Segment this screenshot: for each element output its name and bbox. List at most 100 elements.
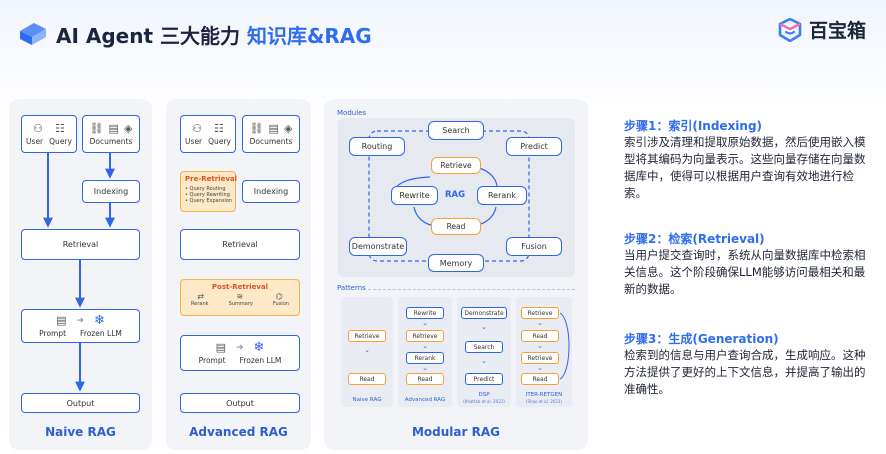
module-retrieve: Retrieve: [431, 157, 481, 174]
prompt-doc-icon: ▤: [215, 341, 226, 354]
step-heading: 步骤1：索引(Indexing): [624, 119, 763, 133]
pre-item: • Query Rewriting: [185, 192, 230, 198]
title-highlight: 知识库&RAG: [246, 24, 372, 48]
pattern-box: Read: [406, 373, 444, 385]
module-routing: Routing: [349, 137, 405, 156]
advanced-rag-panel: [166, 99, 311, 450]
module-fusion: Fusion: [506, 237, 562, 256]
retrieval-label: Retrieval: [62, 240, 99, 249]
indexing-label: Indexing: [253, 187, 289, 196]
chevron-down-icon: ⌄: [481, 357, 487, 365]
pattern-box: Search: [465, 341, 503, 353]
naive-documents-box: ⛓ ▤ ◈ Documents: [82, 115, 140, 153]
brand-logo-icon: [778, 17, 802, 42]
brand: 百宝箱: [777, 16, 866, 43]
user-label: User: [26, 136, 44, 146]
step-1: 步骤1：索引(Indexing) 索引涉及清理和提取原始数据，然后使用嵌入模型将…: [624, 117, 876, 202]
modular-rag-caption: Modular RAG: [411, 425, 500, 439]
doc-icon: ▤: [108, 121, 119, 135]
shuffle-icon: ⇄: [197, 292, 204, 301]
module-search: Search: [428, 121, 484, 140]
pattern-naive: [341, 297, 393, 407]
snowflake-icon: ❄: [253, 340, 265, 355]
query-label: Query: [49, 136, 72, 146]
chevron-down-icon: ⌄: [422, 342, 428, 350]
brand-name: 百宝箱: [808, 20, 866, 42]
chevron-down-icon: ⌄: [364, 346, 370, 354]
user-label: User: [185, 136, 203, 146]
user-icon: ⚇: [33, 121, 43, 135]
rewrite-label: Rewrite: [399, 191, 430, 200]
naive-indexing-box: Indexing: [82, 180, 140, 203]
pattern-caption: DSP: [478, 392, 490, 398]
output-label: Output: [226, 398, 254, 408]
adv-output-box: Output: [180, 393, 300, 413]
arrow-right-icon: ➜: [76, 315, 85, 326]
adv-indexing-box: Indexing: [242, 180, 300, 203]
pattern-box: Demonstrate: [461, 307, 507, 319]
step-2: 步骤2：检索(Retrieval) 当用户提交查询时，系统从向量数据库中检索相关…: [624, 230, 876, 298]
pre-retrieval-title: Pre-Retrieval: [185, 175, 238, 183]
chevron-down-icon: ⌄: [537, 364, 543, 372]
frozen-llm-label: Frozen LLM: [80, 329, 122, 338]
pattern-box: Retrieve: [348, 330, 386, 342]
pattern-box: Read: [348, 373, 386, 385]
step-body: 当用户提交查询时，系统从向量数据库中检索相关信息。这个阶段确保LLM能够访问最相…: [624, 248, 866, 296]
chevron-down-icon: ⌄: [422, 364, 428, 372]
documents-label: Documents: [249, 136, 293, 146]
demonstrate-label: Demonstrate: [351, 242, 405, 251]
naive-rag-caption: Naive RAG: [45, 425, 116, 439]
post-item: Rerank: [191, 301, 209, 307]
retrieval-label: Retrieval: [222, 240, 258, 249]
pattern-caption: ITER-RETGEN: [525, 392, 563, 398]
chevron-down-icon: ⌄: [537, 319, 543, 327]
pattern-box: Retrieve: [521, 307, 559, 319]
rag-center-label: RAG: [445, 190, 466, 200]
module-predict: Predict: [506, 137, 562, 156]
prompt-label: Prompt: [198, 356, 226, 365]
pattern-box: Predict: [465, 373, 503, 385]
routing-label: Routing: [361, 142, 393, 151]
user-icon: ⚇: [192, 121, 202, 135]
pattern-citation: (Shao et al. 2023): [526, 399, 562, 404]
layers-icon: ◈: [123, 121, 133, 135]
adv-documents-box: ⛓▤◈ Documents: [242, 115, 300, 153]
modules-label: Modules: [337, 109, 367, 117]
pattern-box: Read: [521, 330, 559, 342]
post-retrieval-title: Post-Retrieval: [211, 283, 269, 291]
page-title: AI Agent 三大能力 知识库&RAG: [56, 24, 372, 48]
pattern-box: Read: [521, 373, 559, 385]
pattern-box: Rewrite: [406, 307, 444, 319]
prompt-doc-icon: ▤: [56, 314, 67, 327]
query-label: Query: [208, 136, 231, 146]
post-retrieval-box: Post-Retrieval ⇄ ≋ ⌬ Rerank Summary Fusi…: [180, 279, 300, 316]
module-rerank: Rerank: [477, 186, 527, 205]
output-label: Output: [66, 398, 95, 408]
pattern-caption: Advanced RAG: [404, 397, 446, 403]
pattern-citation: (Khattab et al. 2022): [463, 399, 505, 404]
pattern-box: Retrieve: [406, 330, 444, 342]
link-icon: ⛓: [89, 121, 104, 135]
pre-retrieval-box: Pre-Retrieval • Query Routing • Query Re…: [180, 171, 238, 212]
module-demonstrate: Demonstrate: [349, 237, 407, 256]
post-item: Fusion: [272, 301, 289, 307]
rerank-label: Rerank: [487, 191, 516, 200]
step-heading: 步骤2：检索(Retrieval): [624, 232, 765, 246]
patterns-divider: [368, 289, 575, 290]
query-icon: ☷: [55, 121, 65, 135]
indexing-label: Indexing: [93, 187, 129, 196]
pattern-box: Rerank: [406, 352, 444, 364]
step-3: 步骤3：生成(Generation) 检索到的信息与用户查询合成，生成响应。这种…: [624, 330, 876, 398]
layers-icon: ◈: [283, 121, 293, 135]
retrieve-label: Retrieve: [440, 161, 472, 170]
predict-label: Predict: [520, 142, 548, 151]
chevron-down-icon: ⌄: [481, 323, 487, 331]
documents-label: Documents: [89, 136, 133, 146]
module-memory: Memory: [428, 254, 484, 272]
link-icon: ⛓: [249, 121, 264, 135]
adv-retrieval-box: Retrieval: [180, 229, 300, 260]
naive-output-box: Output: [21, 393, 140, 413]
advanced-rag-caption: Advanced RAG: [189, 425, 288, 439]
